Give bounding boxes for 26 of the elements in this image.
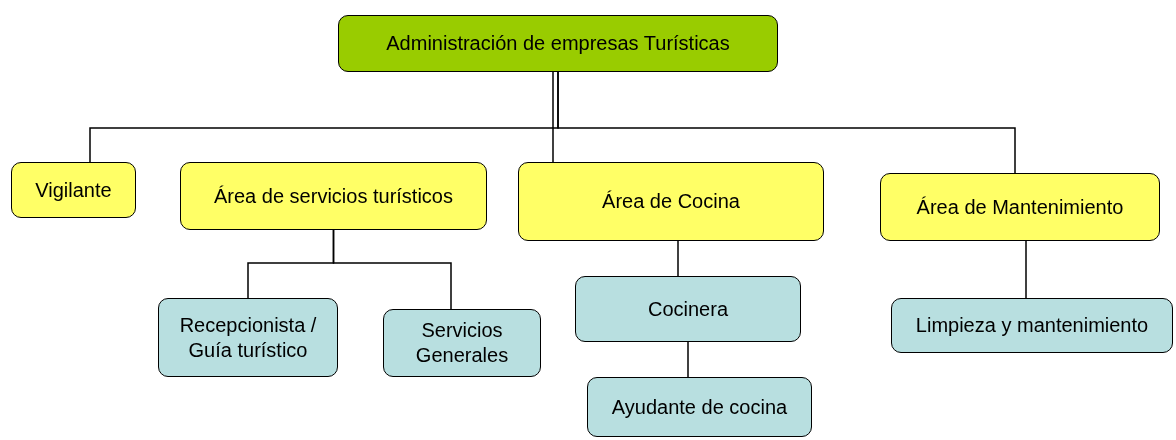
box-label: Servicios Generales bbox=[414, 318, 510, 368]
org-box bbox=[880, 173, 1160, 241]
org-box bbox=[158, 298, 338, 377]
connector-line bbox=[677, 240, 679, 277]
box-label: Recepcionista / Guía turístico bbox=[178, 312, 318, 363]
box-label: Vigilante bbox=[35, 177, 112, 203]
connector-line bbox=[1025, 240, 1027, 299]
connector-line bbox=[687, 341, 689, 378]
org-box bbox=[180, 162, 487, 230]
connector-line bbox=[557, 71, 1016, 174]
org-box bbox=[338, 15, 778, 72]
connector-line bbox=[552, 71, 554, 163]
org-box bbox=[575, 276, 801, 342]
box-label: Administración de empresas Turísticas bbox=[386, 31, 730, 56]
org-box bbox=[383, 309, 541, 377]
box-label: Área de Cocina bbox=[602, 189, 740, 214]
box-label: Área de Mantenimiento bbox=[916, 194, 1124, 220]
box-label: Área de servicios turísticos bbox=[214, 183, 453, 209]
box-label: Limpieza y mantenimiento bbox=[915, 313, 1149, 338]
org-box bbox=[11, 162, 136, 218]
box-label: Cocinera bbox=[647, 296, 728, 322]
box-label: Ayudante de cocina bbox=[611, 394, 788, 420]
org-box bbox=[518, 162, 824, 241]
org-box bbox=[587, 377, 812, 437]
org-box bbox=[891, 298, 1173, 353]
connector-line bbox=[332, 229, 452, 310]
